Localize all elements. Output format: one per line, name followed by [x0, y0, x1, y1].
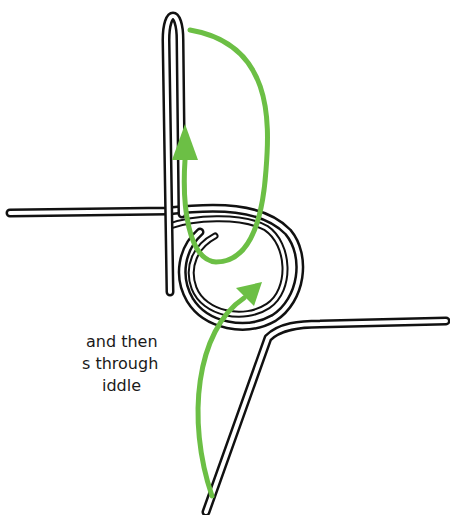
motion-arrow [198, 298, 244, 496]
instruction-text: s through [82, 354, 158, 374]
instruction-text: and then [86, 332, 158, 352]
rope [170, 219, 285, 315]
arrow-head [236, 282, 262, 306]
instruction-text: iddle [102, 376, 141, 396]
rope [170, 219, 285, 315]
rope [206, 321, 446, 512]
arrow-head [172, 124, 198, 160]
rope [206, 321, 446, 512]
motion-arrow [184, 30, 267, 262]
